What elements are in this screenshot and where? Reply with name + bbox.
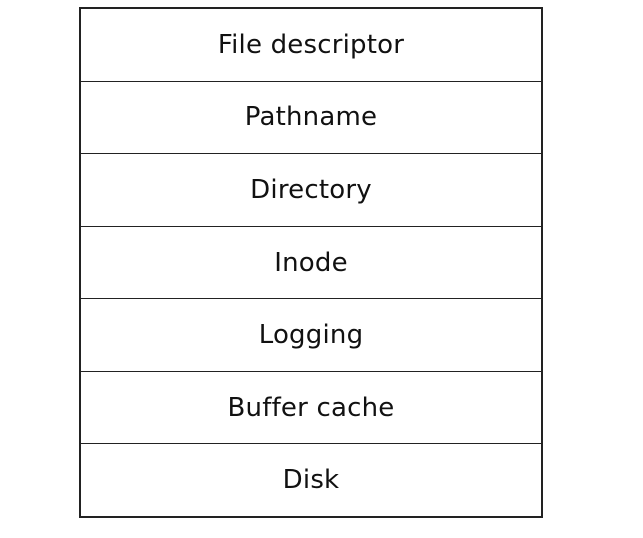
layer-logging: Logging [81,299,541,372]
layer-buffer-cache: Buffer cache [81,372,541,445]
layer-label: Pathname [244,102,378,133]
layer-label: File descriptor [217,29,405,60]
layer-inode: Inode [81,227,541,300]
layer-pathname: Pathname [81,82,541,155]
layer-file-descriptor: File descriptor [81,9,541,82]
layer-label: Logging [258,320,364,351]
layer-label: Inode [274,247,348,278]
layer-label: Disk [282,465,340,496]
layer-label: Directory [250,174,372,205]
layer-stack-diagram: File descriptor Pathname Directory Inode… [79,7,543,518]
layer-disk: Disk [81,444,541,516]
layer-directory: Directory [81,154,541,227]
layer-label: Buffer cache [227,392,395,423]
